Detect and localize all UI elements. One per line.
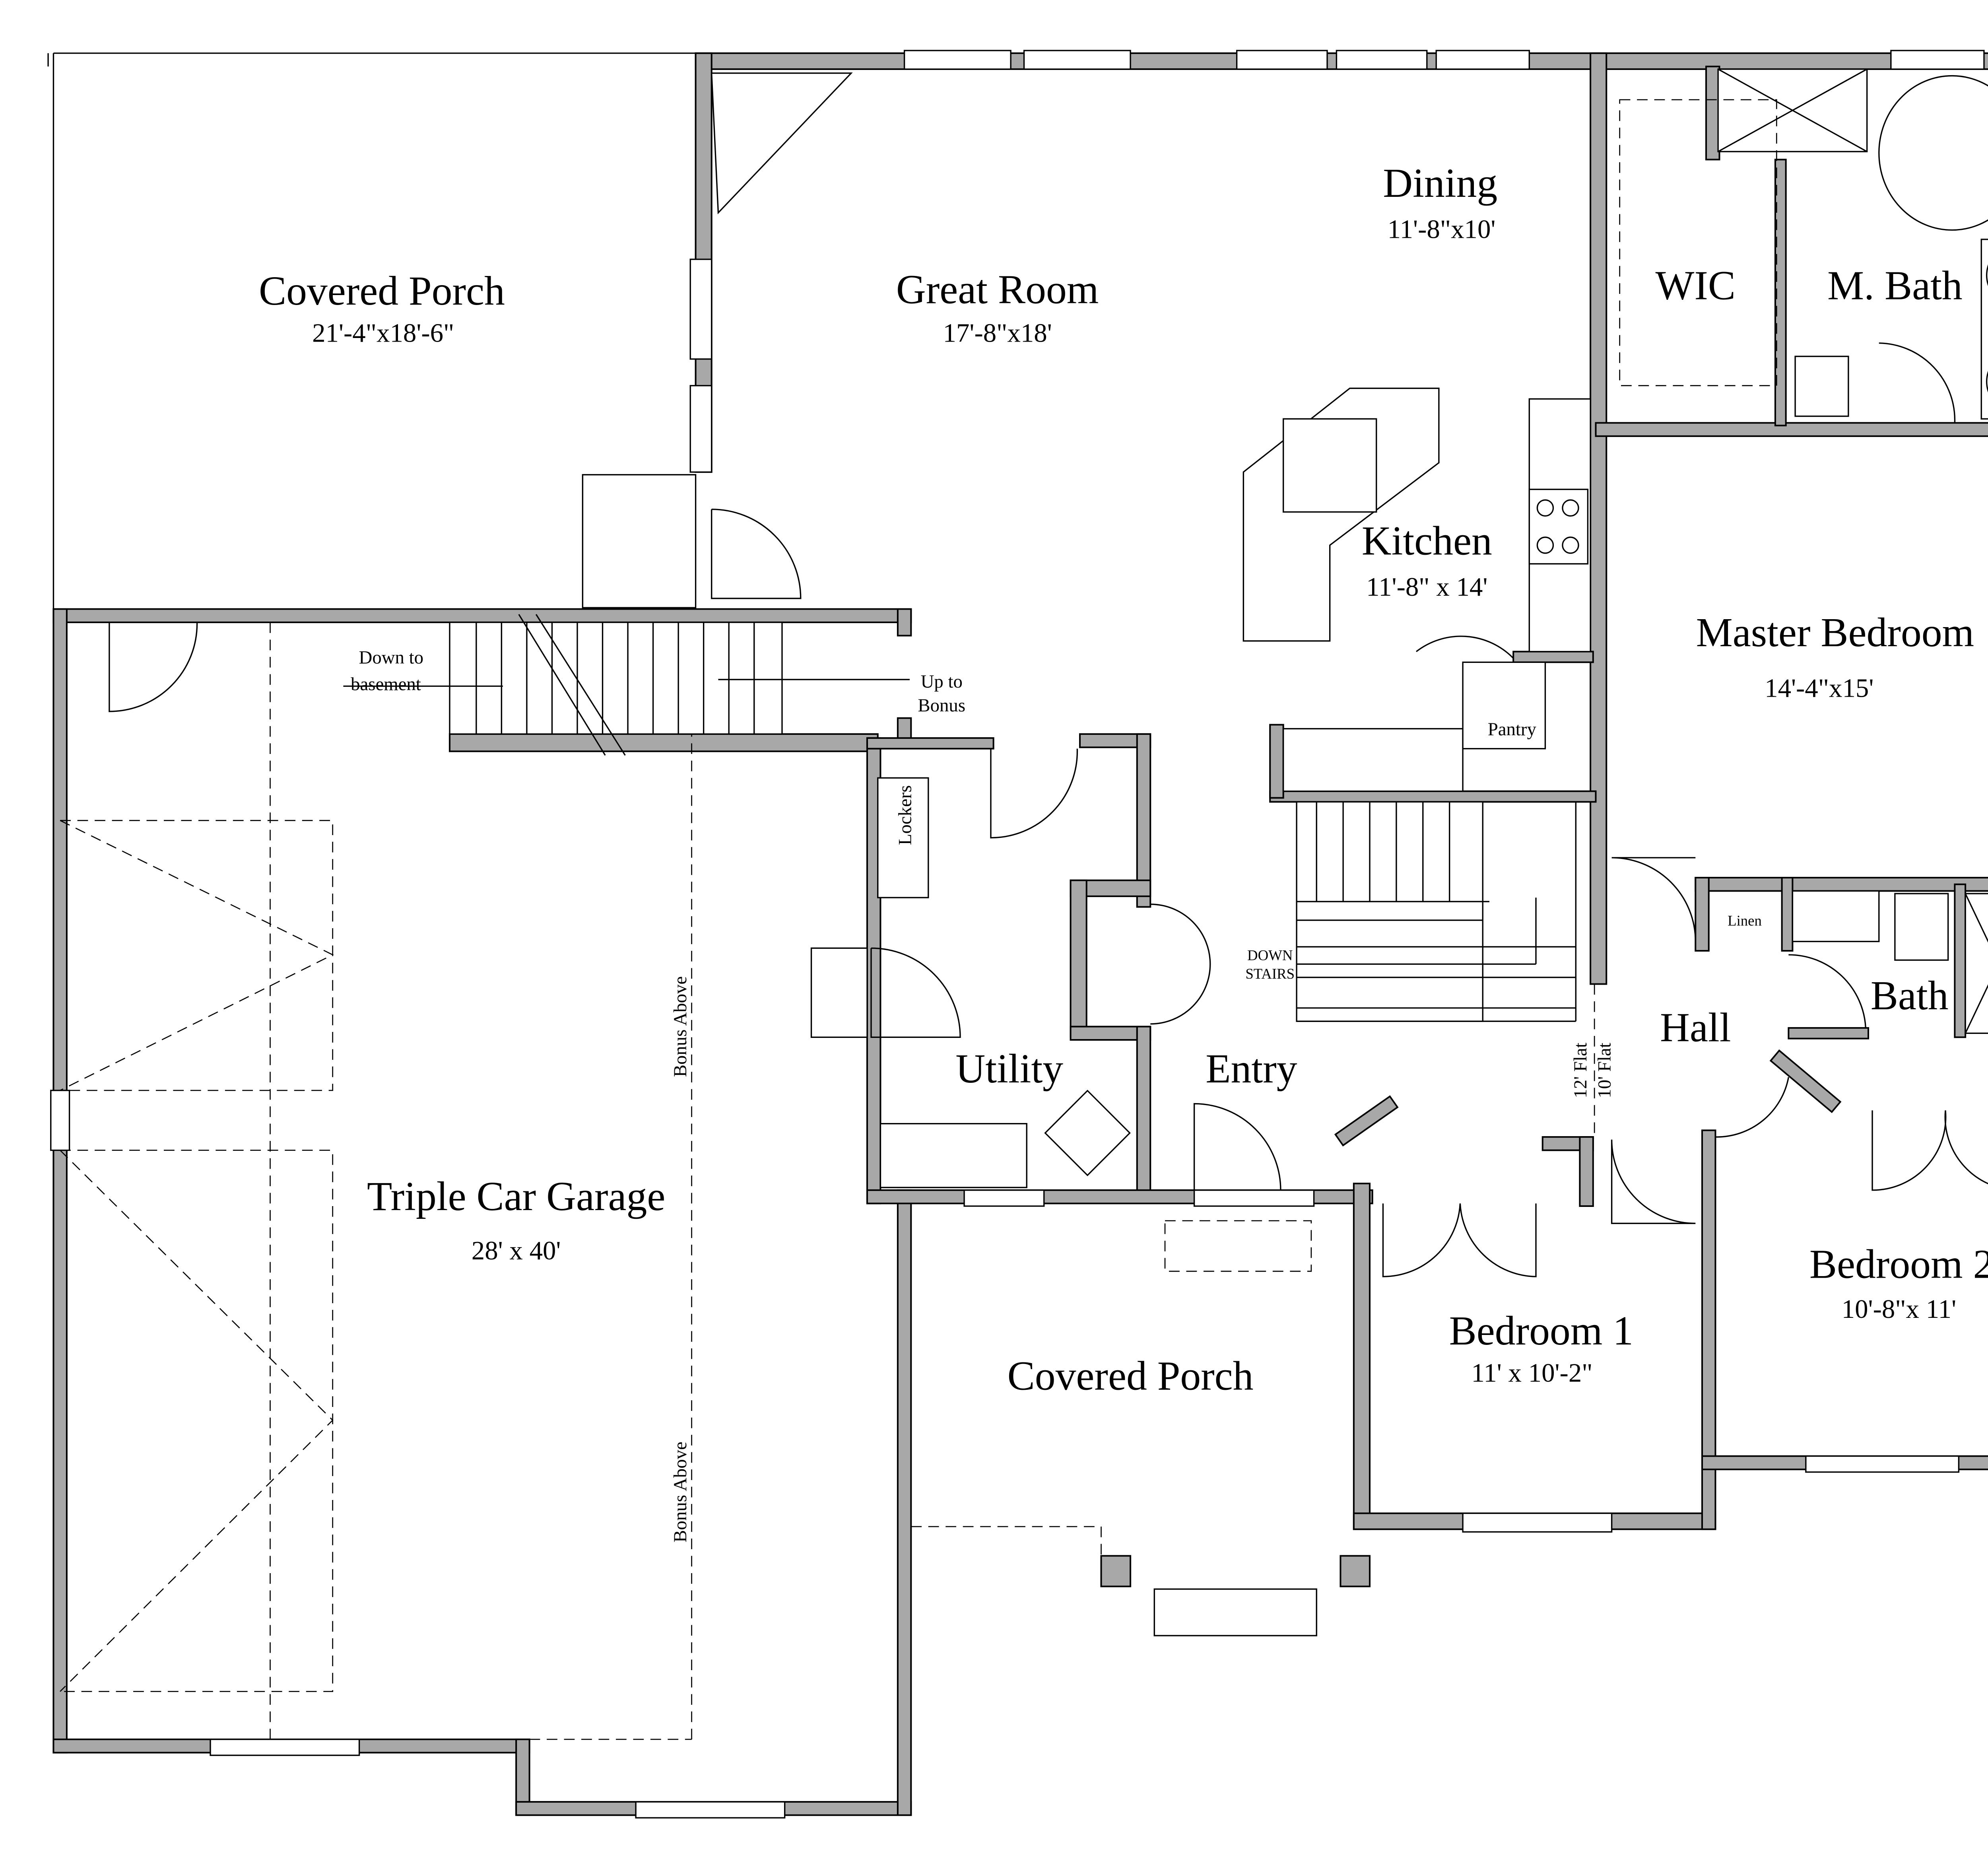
utility-sink <box>1044 1090 1131 1176</box>
bath-label: Bath <box>1871 973 1949 1018</box>
down-stairs-note-2: STAIRS <box>1245 966 1295 982</box>
master-bedroom-size: 14'-4"x15' <box>1765 673 1873 703</box>
fireplace <box>711 72 853 215</box>
garage-size: 28' x 40' <box>472 1236 561 1265</box>
hall-toilet <box>1894 893 1949 961</box>
range <box>1528 488 1589 565</box>
utility-label: Utility <box>955 1046 1063 1092</box>
pantry-shelf <box>1462 661 1546 750</box>
bonus-above-note-2: Bonus Above <box>670 1442 691 1543</box>
doors <box>109 99 1988 1277</box>
garage-doors <box>60 622 692 1740</box>
windows <box>50 50 1985 1819</box>
bedroom1-label: Bedroom 1 <box>1449 1308 1634 1354</box>
covered-porch-front-label: Covered Porch <box>1008 1353 1254 1399</box>
ceiling-10-flat-note: 10' Flat <box>1594 1043 1615 1098</box>
porch-step <box>1153 1588 1317 1636</box>
great-room-size: 17'-8"x18' <box>943 318 1052 348</box>
dining-label: Dining <box>1383 161 1497 206</box>
toilet <box>1794 356 1849 417</box>
bedroom2-label: Bedroom 2 <box>1809 1242 1988 1287</box>
kitchen-sink <box>1282 418 1377 513</box>
hall-sink <box>1792 890 1880 942</box>
fixtures <box>582 68 1988 1636</box>
pantry-label: Pantry <box>1488 719 1537 740</box>
lockers-bench <box>877 777 929 898</box>
bedroom1-size: 11' x 10'-2" <box>1471 1358 1592 1387</box>
laundry-counter <box>879 1123 1027 1188</box>
bedroom2-size: 10'-8"x 11' <box>1842 1294 1956 1324</box>
up-to-bonus-note: Up to <box>921 671 963 692</box>
rear-porch-outline <box>47 52 696 612</box>
vanity <box>1980 239 1988 420</box>
garage-label: Triple Car Garage <box>367 1174 665 1219</box>
covered-porch-rear-size: 21'-4"x18'-6" <box>312 318 454 348</box>
walls <box>52 52 1988 1816</box>
kitchen-size: 11'-8" x 14' <box>1366 572 1487 602</box>
great-room-label: Great Room <box>896 267 1099 312</box>
doormat <box>1164 1220 1312 1272</box>
master-bedroom-label: Master Bedroom <box>1696 610 1974 655</box>
entry-label: Entry <box>1206 1046 1297 1092</box>
garage-step <box>810 947 868 1038</box>
linen-label: Linen <box>1728 912 1762 929</box>
down-to-basement-note: Down to <box>359 647 424 668</box>
front-porch-edge <box>911 1526 1102 1556</box>
lockers-label: Lockers <box>895 785 915 845</box>
ceiling-12-flat-note: 12' Flat <box>1570 1043 1591 1098</box>
down-stairs-note: DOWN <box>1247 947 1293 963</box>
bathtub <box>1878 75 1988 231</box>
up-to-bonus-note-2: Bonus <box>918 695 965 716</box>
dining-size: 11'-8"x10' <box>1388 215 1496 244</box>
rear-step <box>582 474 697 608</box>
hall-label: Hall <box>1660 1005 1731 1050</box>
kitchen-base-cabinet <box>1282 728 1464 792</box>
bonus-above-note: Bonus Above <box>670 976 691 1077</box>
hall-shower <box>1965 893 1988 1034</box>
master-bath-label: M. Bath <box>1827 263 1963 308</box>
garage-stairs <box>343 614 910 756</box>
covered-porch-rear-label: Covered Porch <box>259 268 505 314</box>
kitchen-label: Kitchen <box>1362 518 1492 563</box>
main-stairs <box>1296 801 1576 1022</box>
wic-label: WIC <box>1656 263 1736 308</box>
down-to-basement-note-2: basement <box>351 674 421 695</box>
